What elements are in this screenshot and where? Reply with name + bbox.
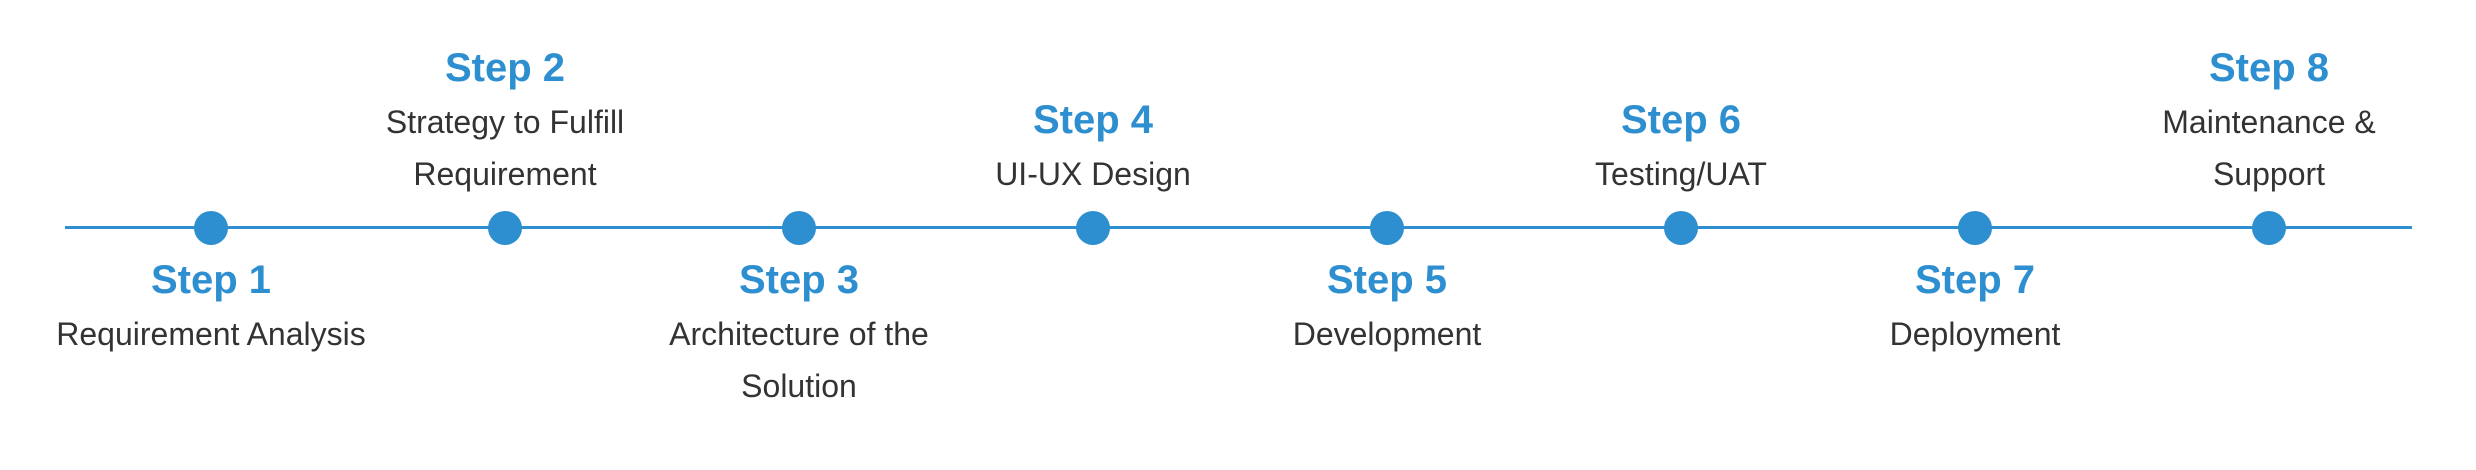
- step-5-title: Step 5: [1326, 258, 1448, 302]
- step-1-description: Requirement Analysis: [56, 316, 366, 352]
- step-4-title: Step 4: [1032, 98, 1154, 142]
- step-8-marker: [2252, 211, 2286, 245]
- step-6-marker: [1664, 211, 1698, 245]
- step-6: Step 6 Testing/UAT: [1501, 92, 1861, 200]
- step-1-marker: [194, 211, 228, 245]
- step-6-title: Step 6: [1620, 98, 1742, 142]
- step-3-description: Architecture of the Solution: [669, 316, 929, 404]
- step-3: Step 3 Architecture of the Solution: [619, 252, 979, 412]
- step-8-title: Step 8: [2208, 46, 2330, 90]
- step-4-description: UI-UX Design: [995, 156, 1191, 192]
- step-2-description: Strategy to Fulfill Requirement: [385, 104, 625, 192]
- step-2: Step 2 Strategy to Fulfill Requirement: [325, 40, 685, 200]
- step-5-description: Development: [1292, 316, 1482, 352]
- step-1: Step 1 Requirement Analysis: [31, 252, 391, 360]
- step-4-marker: [1076, 211, 1110, 245]
- step-3-marker: [782, 211, 816, 245]
- step-7-marker: [1958, 211, 1992, 245]
- step-1-title: Step 1: [150, 258, 272, 302]
- step-7-title: Step 7: [1914, 258, 2036, 302]
- step-5-marker: [1370, 211, 1404, 245]
- step-5: Step 5 Development: [1207, 252, 1567, 360]
- timeline-line: [65, 226, 2412, 229]
- step-2-title: Step 2: [444, 46, 566, 90]
- step-7: Step 7 Deployment: [1795, 252, 2155, 360]
- step-6-description: Testing/UAT: [1595, 156, 1767, 192]
- step-8: Step 8 Maintenance & Support: [2089, 40, 2449, 200]
- step-3-title: Step 3: [738, 258, 860, 302]
- step-4: Step 4 UI-UX Design: [913, 92, 1273, 200]
- step-8-description: Maintenance & Support: [2162, 104, 2376, 192]
- step-7-description: Deployment: [1889, 316, 2061, 352]
- step-2-marker: [488, 211, 522, 245]
